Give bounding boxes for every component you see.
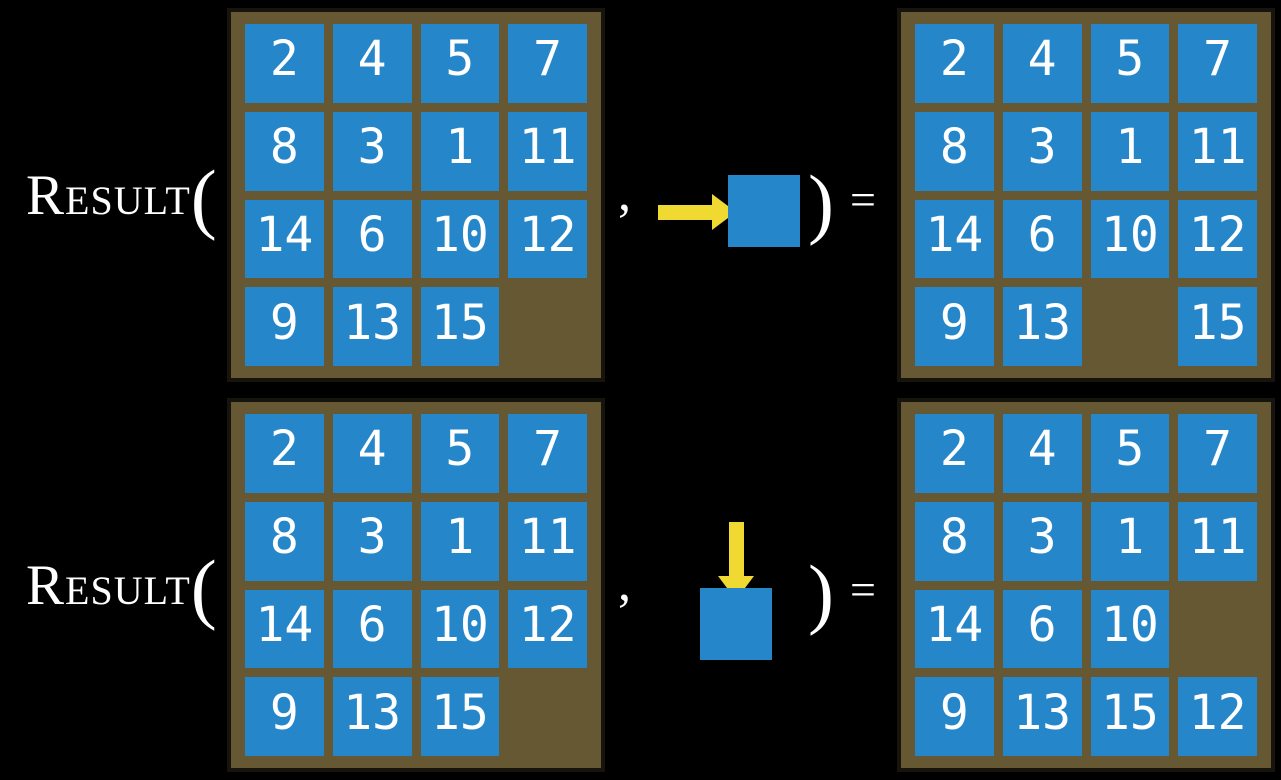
tile-13: 13 [332, 287, 412, 366]
tile-4: 4 [332, 24, 412, 103]
tile-3: 3 [1002, 501, 1082, 581]
tile-5: 5 [1090, 24, 1170, 103]
tile-8: 8 [915, 501, 994, 581]
move-down-action [695, 505, 781, 665]
tile-3: 3 [1002, 111, 1082, 191]
tile-11: 11 [1178, 111, 1257, 191]
tile-10: 10 [1090, 589, 1170, 669]
tile-14: 14 [915, 589, 994, 669]
tile-11: 11 [508, 501, 587, 581]
tile-13: 13 [1002, 677, 1082, 756]
tile-4: 4 [1002, 414, 1082, 493]
function-name: Result [26, 163, 191, 227]
tile-1: 1 [420, 111, 500, 191]
tile-14: 14 [245, 589, 324, 669]
tile-4: 4 [1002, 24, 1082, 103]
tile-14: 14 [915, 199, 994, 279]
tile-12: 12 [1178, 677, 1257, 756]
tile-6: 6 [1002, 589, 1082, 669]
tile-9: 9 [245, 287, 324, 366]
tile-4: 4 [332, 414, 412, 493]
blank-cell [1178, 590, 1257, 669]
tile-6: 6 [332, 199, 412, 279]
tile-1: 1 [1090, 111, 1170, 191]
tile-7: 7 [508, 24, 587, 103]
tile-2: 2 [915, 24, 994, 103]
tile-8: 8 [245, 501, 324, 581]
tile-9: 9 [245, 677, 324, 756]
tile-6: 6 [1002, 199, 1082, 279]
arrow-shaft [658, 205, 712, 220]
blank-cell [1091, 287, 1170, 366]
tile-7: 7 [1178, 414, 1257, 493]
tile-12: 12 [1178, 199, 1257, 279]
moved-tile-square [700, 588, 772, 660]
tile-15: 15 [420, 677, 500, 756]
tile-2: 2 [915, 414, 994, 493]
tile-1: 1 [1090, 501, 1170, 581]
tile-11: 11 [1178, 501, 1257, 581]
tile-2: 2 [245, 24, 324, 103]
move-right-action [650, 170, 806, 256]
tile-10: 10 [420, 589, 500, 669]
tile-5: 5 [1090, 414, 1170, 493]
tile-1: 1 [420, 501, 500, 581]
tile-8: 8 [915, 111, 994, 191]
close-paren-equals: ) = [808, 159, 876, 246]
tile-13: 13 [332, 677, 412, 756]
right-arrow-icon [658, 194, 736, 230]
equals-sign: = [849, 174, 876, 225]
moved-tile-square [728, 175, 800, 247]
close-paren-equals: ) = [808, 549, 876, 636]
blank-cell [508, 677, 587, 756]
function-name: Result [26, 553, 191, 617]
tile-15: 15 [1178, 287, 1257, 366]
tile-3: 3 [332, 111, 412, 191]
arrow-shaft [729, 522, 744, 576]
tile-14: 14 [245, 199, 324, 279]
comma-separator: , [618, 555, 631, 612]
tile-5: 5 [420, 24, 500, 103]
tile-3: 3 [332, 501, 412, 581]
tile-8: 8 [245, 111, 324, 191]
tile-15: 15 [1090, 677, 1170, 756]
tile-12: 12 [508, 589, 587, 669]
tile-6: 6 [332, 589, 412, 669]
tile-7: 7 [508, 414, 587, 493]
tile-15: 15 [420, 287, 500, 366]
result-function-label: Result( [26, 544, 217, 631]
blank-cell [508, 287, 587, 366]
tile-10: 10 [1090, 199, 1170, 279]
tile-9: 9 [915, 287, 994, 366]
tile-13: 13 [1002, 287, 1082, 366]
tile-12: 12 [508, 199, 587, 279]
result-function-label: Result( [26, 154, 217, 241]
tile-5: 5 [420, 414, 500, 493]
tile-11: 11 [508, 111, 587, 191]
tile-7: 7 [1178, 24, 1257, 103]
comma-separator: , [618, 165, 631, 222]
tile-9: 9 [915, 677, 994, 756]
tile-10: 10 [420, 199, 500, 279]
tile-2: 2 [245, 414, 324, 493]
equals-sign: = [849, 564, 876, 615]
